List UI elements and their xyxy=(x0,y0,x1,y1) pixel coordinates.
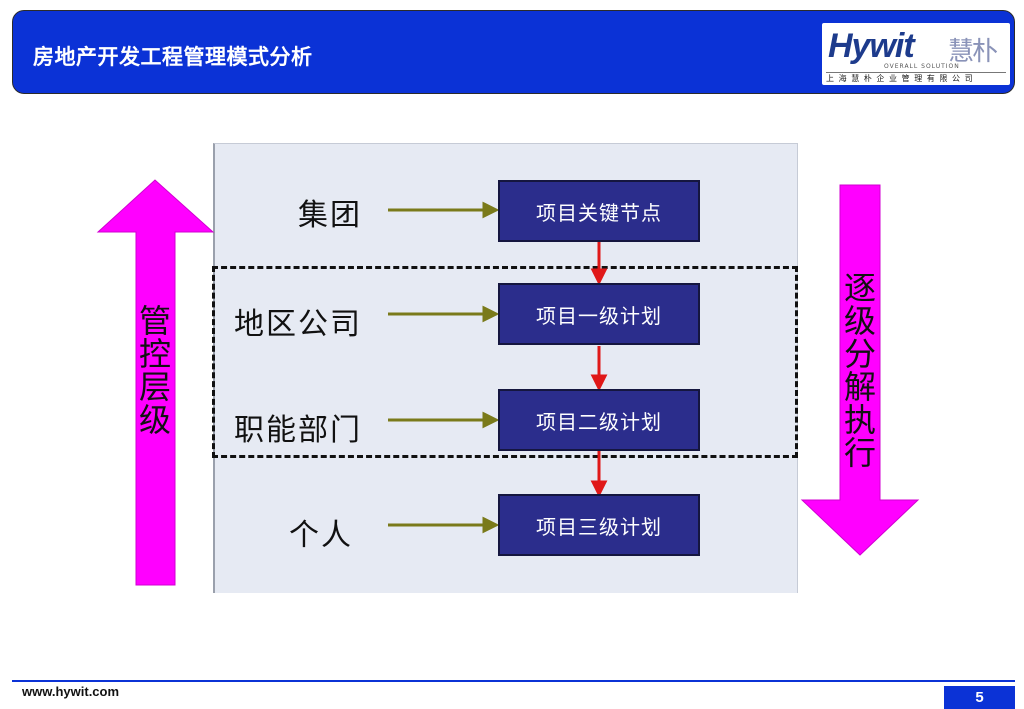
decompose-char: 执 xyxy=(843,401,876,439)
level-pointers xyxy=(388,201,500,534)
logo-company-name: 上海慧朴企业管理有限公司 xyxy=(826,72,1006,84)
control-char: 层 xyxy=(138,368,171,406)
control-levels-text: 管 控 层 级 xyxy=(135,305,175,437)
plan-box-level-1: 项目一级计划 xyxy=(498,283,700,345)
control-char: 级 xyxy=(138,401,171,439)
page-number: 5 xyxy=(944,686,1015,709)
control-char: 管 xyxy=(138,302,171,340)
regional-dashed-group xyxy=(212,266,798,458)
page-title: 房地产开发工程管理模式分析 xyxy=(33,45,313,69)
level-label-regional: 地区公司 xyxy=(234,307,362,342)
level-label-individual: 个人 xyxy=(289,518,353,553)
decompose-char: 行 xyxy=(843,434,876,472)
decompose-char: 分 xyxy=(843,335,876,373)
plan-box-level-2: 项目二级计划 xyxy=(498,389,700,451)
level-label-department: 职能部门 xyxy=(234,413,362,448)
decompose-execute-text: 逐 级 分 解 执 行 xyxy=(840,272,880,470)
footer-divider xyxy=(12,680,1015,682)
logo-tagline: OVERALL SOLUTION xyxy=(884,63,960,70)
plan-box-key-nodes: 项目关键节点 xyxy=(498,180,700,242)
logo-brand-text: Hywit xyxy=(828,27,915,65)
header-banner: 房地产开发工程管理模式分析 Hywit 慧朴 OVERALL SOLUTION … xyxy=(12,10,1015,94)
footer-website-link[interactable]: www.hywit.com xyxy=(22,684,120,699)
logo-chinese-text: 慧朴 xyxy=(948,37,998,67)
up-arrow-shape xyxy=(96,179,215,586)
decompose-char: 解 xyxy=(843,368,876,406)
plan-connectors xyxy=(590,242,608,498)
plan-box-level-3: 项目三级计划 xyxy=(498,494,700,556)
control-char: 控 xyxy=(138,335,171,373)
decompose-char: 逐 xyxy=(843,269,876,307)
level-label-group: 集团 xyxy=(298,198,362,233)
down-arrow-shape xyxy=(800,184,920,556)
company-logo: Hywit 慧朴 OVERALL SOLUTION 上海慧朴企业管理有限公司 xyxy=(822,23,1010,85)
decompose-char: 级 xyxy=(843,302,876,340)
